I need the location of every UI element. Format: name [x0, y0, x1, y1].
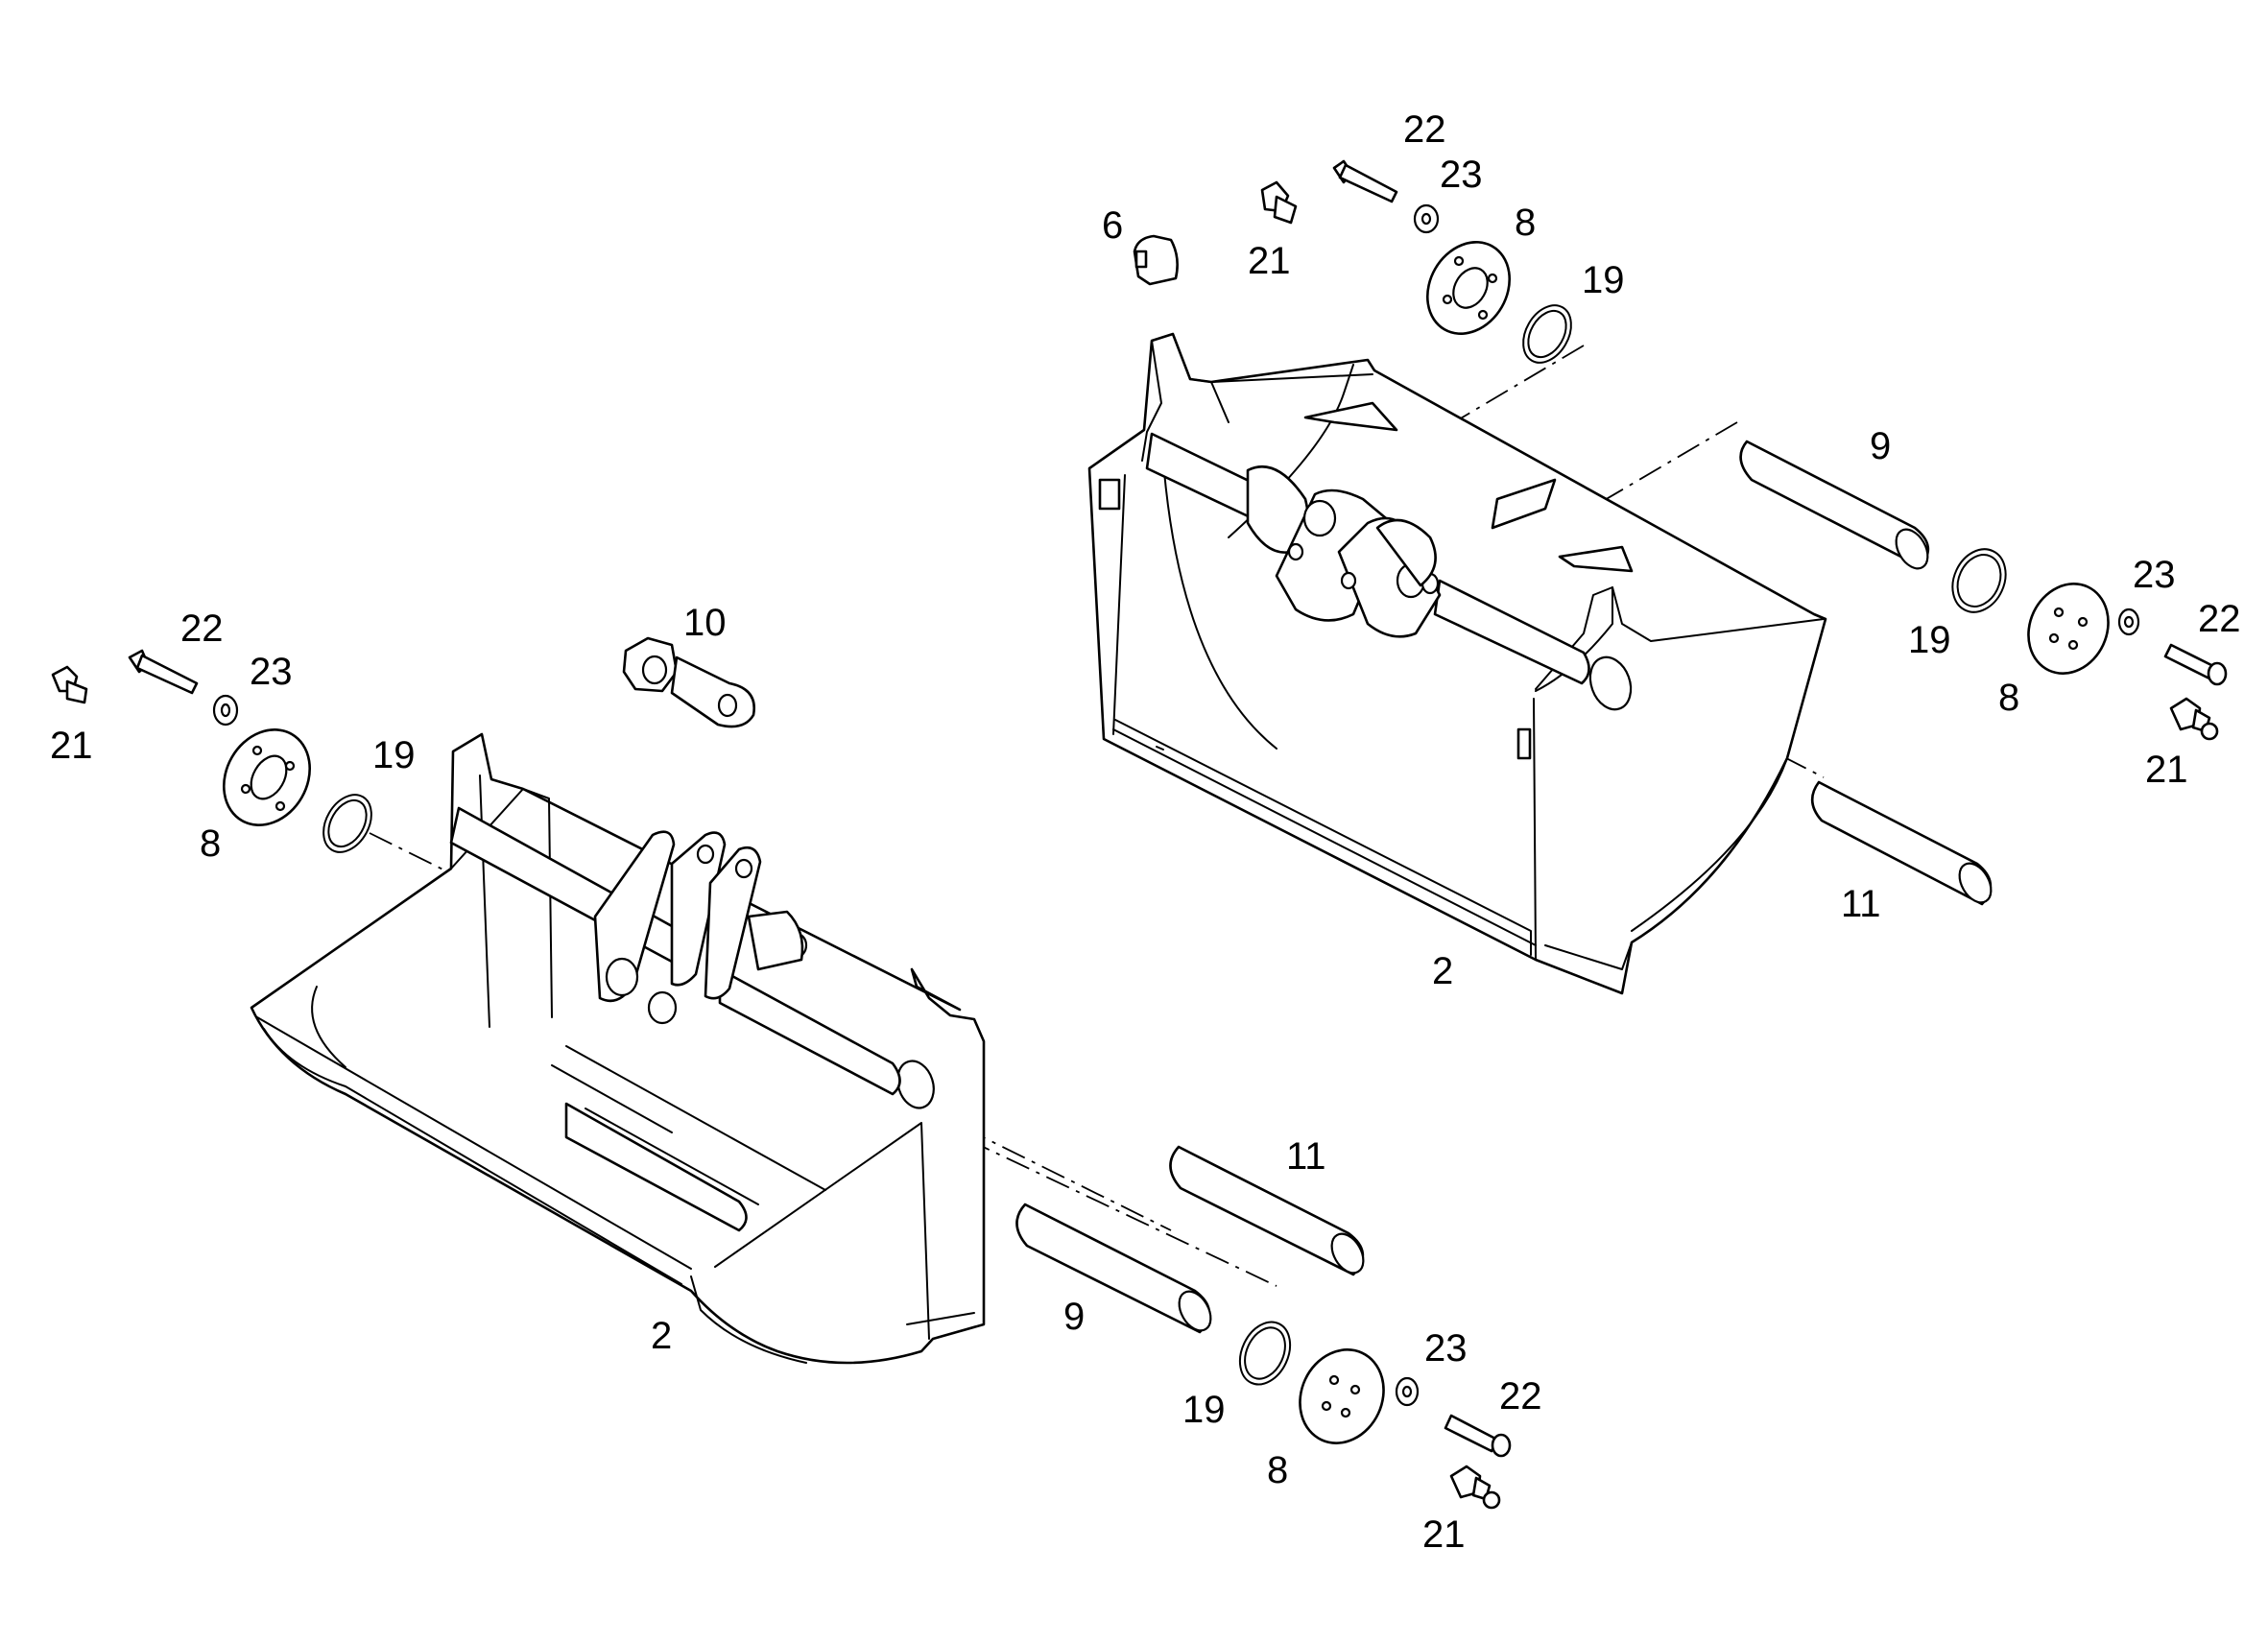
pin-upper [1739, 440, 1930, 570]
bolt-right [1444, 1414, 1512, 1458]
callout-23: 23 [250, 651, 293, 693]
washer-left [212, 694, 239, 727]
grease-nipple-top [1260, 180, 1298, 225]
callout-21: 21 [1422, 1513, 1466, 1556]
grease-nipple-right [1449, 1465, 1501, 1510]
circlip-right [1238, 1321, 1292, 1386]
link [622, 636, 756, 728]
callout-22: 22 [180, 608, 224, 650]
plate-top [1425, 241, 1512, 335]
pin-front [1015, 1203, 1212, 1334]
callout-9: 9 [1063, 1296, 1085, 1338]
grease-nipple-right-assembly [2169, 697, 2219, 741]
pin-lower [1810, 780, 1993, 906]
callout-21: 21 [50, 725, 93, 767]
circlip-right-assembly [1951, 548, 2007, 613]
callout-22: 22 [1403, 108, 1446, 151]
left-bucket [250, 732, 986, 1365]
plate-right-assembly [2027, 583, 2110, 675]
washer-right [1395, 1376, 1420, 1407]
callout-10: 10 [683, 602, 727, 644]
bolt-top [1332, 159, 1398, 203]
callout-19: 19 [1582, 259, 1625, 301]
right-bucket [1087, 332, 1827, 995]
grease-nipple-left [51, 665, 88, 704]
wear-block [1133, 234, 1179, 286]
callout-23: 23 [2133, 554, 2176, 596]
callouts-left-assembly: 22 23 10 21 19 8 11 9 2 23 22 19 8 21 [50, 602, 1542, 1556]
washer-right-assembly [2117, 608, 2140, 636]
plate-right [1299, 1348, 1385, 1444]
callout-8: 8 [1515, 202, 1536, 244]
callout-2: 2 [1432, 950, 1453, 992]
callout-8: 8 [1267, 1449, 1288, 1491]
callout-21: 21 [2145, 749, 2188, 791]
callout-22: 22 [1499, 1375, 1542, 1418]
callout-23: 23 [1440, 154, 1483, 196]
washer-top [1413, 203, 1440, 234]
circlip-top [1522, 304, 1572, 364]
callout-23: 23 [1424, 1327, 1468, 1370]
callout-8: 8 [200, 822, 221, 865]
callout-11: 11 [1286, 1135, 1326, 1178]
callouts-right-assembly: 22 23 8 6 21 19 9 23 22 19 8 21 11 2 [1102, 108, 2241, 992]
callout-19: 19 [1182, 1389, 1226, 1431]
callout-2: 2 [651, 1315, 672, 1357]
circlip-left [322, 794, 372, 853]
plate-left [222, 728, 312, 826]
callout-21: 21 [1248, 240, 1291, 282]
bolt-left [128, 649, 199, 695]
callout-19: 19 [1908, 619, 1951, 661]
pin-rear [1169, 1145, 1365, 1276]
callout-22: 22 [2198, 598, 2241, 640]
callout-8: 8 [1998, 677, 2019, 719]
callout-6: 6 [1102, 204, 1123, 247]
callout-9: 9 [1870, 425, 1891, 467]
callout-19: 19 [372, 734, 416, 776]
callout-11: 11 [1841, 883, 1881, 925]
bolt-right-assembly [2163, 643, 2228, 686]
